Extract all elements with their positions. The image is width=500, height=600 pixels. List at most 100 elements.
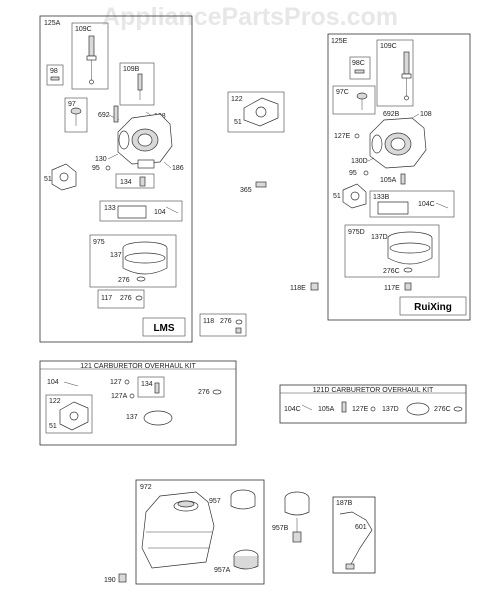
lms-gasket-icon xyxy=(51,163,77,191)
part-118e-label: 118E xyxy=(290,285,306,292)
watermark-text: AppliancePartsPros.com xyxy=(102,3,398,31)
lms-part-117-label: 117 xyxy=(101,295,112,302)
ruixing-part-97c-label: 97C xyxy=(336,89,349,96)
bolt-icon xyxy=(255,181,267,188)
lms-98-box xyxy=(46,64,64,86)
lms-109c-box xyxy=(71,22,109,90)
part-122-label: 122 xyxy=(231,96,243,103)
nut-icon xyxy=(235,327,242,334)
ruixing-needle-valve-icon xyxy=(356,92,368,110)
ruixing-part-109c-label: 109C xyxy=(380,43,397,50)
part-118-276-label: 276 xyxy=(220,318,232,325)
lms-part-692-label: 692 xyxy=(98,112,110,119)
lms-choke-shaft-icon xyxy=(137,73,143,100)
insulator-icon xyxy=(243,97,279,127)
lms-seal-icon xyxy=(135,295,143,301)
kit-121d-o-ring-icon xyxy=(406,402,430,416)
kit-121d-title: 121D CARBURETOR OVERHAUL KIT xyxy=(313,387,434,394)
lms-brand-box xyxy=(142,317,186,337)
kit-121-washer-icon xyxy=(129,393,135,399)
ruixing-97c-box xyxy=(332,85,376,115)
lms-part-276b-label: 276 xyxy=(120,295,132,302)
lms-117-box xyxy=(97,289,145,309)
lms-part-130-label: 130 xyxy=(95,156,107,163)
lms-part-137-label: 137 xyxy=(110,252,122,259)
lms-133-box xyxy=(99,200,183,222)
ruixing-carburetor-icon xyxy=(369,117,427,169)
lms-part-133-label: 133 xyxy=(104,205,116,212)
kit-121d-part-127e-label: 127E xyxy=(352,406,369,413)
fuel-cap-icon xyxy=(230,489,256,510)
lms-brand-label: LMS xyxy=(153,323,174,334)
ruixing-group-box xyxy=(327,33,471,321)
kit-121-134-box xyxy=(137,376,165,398)
ruixing-part-133b-label: 133B xyxy=(373,194,390,201)
ruixing-98c-box xyxy=(349,56,371,80)
kit-121-jet-icon xyxy=(154,382,160,394)
ruixing-washer-icon xyxy=(363,170,369,176)
ruixing-brand-box xyxy=(399,296,467,316)
kit-121-part-51-label: 51 xyxy=(49,423,57,430)
vented-cap-icon xyxy=(284,491,310,543)
kit-121-part-137-label: 137 xyxy=(126,414,138,421)
kit-121d-part-105a-label: 105A xyxy=(318,406,335,413)
ruixing-part-105a-label: 105A xyxy=(380,177,397,184)
kit-121d-part-137d-label: 137D xyxy=(382,406,399,413)
fuel-tank-icon xyxy=(141,491,215,569)
part-957b-label: 957B xyxy=(272,525,289,532)
kit-121d-washer-icon xyxy=(370,406,376,412)
ruixing-109c-box xyxy=(376,39,414,107)
lms-part-109c-label: 109C xyxy=(75,26,92,33)
lms-part-134-label: 134 xyxy=(120,179,132,186)
ruixing-jet-icon xyxy=(400,173,406,185)
kit-121d-part-104c-label: 104C xyxy=(284,406,301,413)
lms-jet-icon xyxy=(139,176,146,187)
kit-121d-part-276c-label: 276C xyxy=(434,406,451,413)
kit-121-part-134-label: 134 xyxy=(141,381,153,388)
ruixing-part-117e-label: 117E xyxy=(384,285,400,292)
kit-121-122-box xyxy=(45,394,93,434)
ruixing-part-98c-label: 98C xyxy=(352,60,365,67)
lms-part-109b-label: 109B xyxy=(123,66,140,73)
part-187b-box xyxy=(332,496,376,574)
kit-121d-rod-icon xyxy=(301,404,313,411)
part-365-label: 365 xyxy=(240,187,252,194)
lms-134-box xyxy=(115,173,155,189)
ruixing-float-bowl-icon xyxy=(387,231,433,265)
lms-part-51-label: 51 xyxy=(44,176,52,183)
insulator-box xyxy=(227,91,285,133)
ruixing-part-276c-label: 276C xyxy=(383,268,400,275)
ruixing-part-108-label: 108 xyxy=(420,111,432,118)
ruixing-part-51-label: 51 xyxy=(333,193,341,200)
ruixing-975d-box xyxy=(344,224,440,278)
lms-part-276-label: 276 xyxy=(118,277,130,284)
kit-121-part-122-label: 122 xyxy=(49,398,61,405)
kit-121-seal-icon xyxy=(212,389,222,395)
tank-group-box xyxy=(135,479,265,585)
tank-bolt-icon xyxy=(118,573,127,583)
kit-121-part-104-label: 104 xyxy=(47,379,59,386)
tank-part-190-label: 190 xyxy=(104,577,116,584)
ruixing-group-label: 125E xyxy=(331,38,348,45)
lms-spring-icon xyxy=(113,105,119,123)
lms-109b-box xyxy=(119,62,155,106)
part-187b-label: 187B xyxy=(336,500,353,507)
fuel-line-icon xyxy=(339,511,373,570)
lms-part-975-label: 975 xyxy=(93,239,105,246)
part-601-label: 601 xyxy=(355,524,367,531)
nut-icon xyxy=(310,282,319,291)
lms-group-box xyxy=(39,15,193,343)
part-118-label: 118 xyxy=(203,318,214,325)
fuel-cap-alt-icon xyxy=(233,549,259,570)
lms-975-box xyxy=(89,234,177,288)
washer-icon xyxy=(235,319,243,325)
kit-121-part-127-label: 127 xyxy=(110,379,122,386)
tank-part-957a-label: 957A xyxy=(214,567,231,574)
ruixing-part-137d-label: 137D xyxy=(371,234,388,241)
lms-washer-icon xyxy=(105,165,111,171)
ruixing-float-icon xyxy=(377,201,449,215)
kit-121-title: 121 CARBURETOR OVERHAUL KIT xyxy=(80,363,196,370)
lms-part-104-label: 104 xyxy=(154,209,166,216)
ruixing-screw-icon xyxy=(354,69,365,74)
